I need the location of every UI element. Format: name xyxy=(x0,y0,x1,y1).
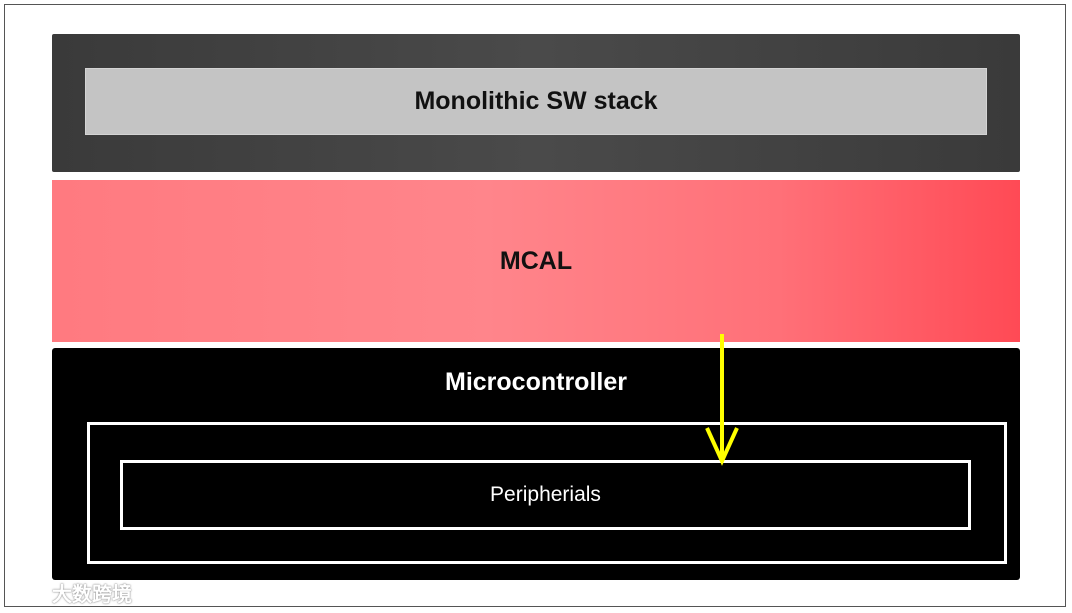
monolithic-sw-stack-label: Monolithic SW stack xyxy=(414,87,658,115)
down-arrow-icon xyxy=(705,334,739,466)
watermark: 大数跨境 xyxy=(8,578,132,606)
peripherals-box: Peripherials xyxy=(120,460,971,530)
monolithic-sw-stack-box: Monolithic SW stack xyxy=(85,68,987,135)
watermark-text: 大数跨境 xyxy=(52,583,132,606)
microcontroller-inner-frame xyxy=(87,422,1007,564)
mcal-label: MCAL xyxy=(499,246,573,275)
microcontroller-label: Microcontroller xyxy=(445,368,627,396)
mcal-layer: MCAL xyxy=(52,180,1020,342)
logo-icon xyxy=(8,582,47,600)
peripherals-label: Peripherials xyxy=(490,483,601,506)
microcontroller-layer: Microcontroller xyxy=(52,348,1020,580)
